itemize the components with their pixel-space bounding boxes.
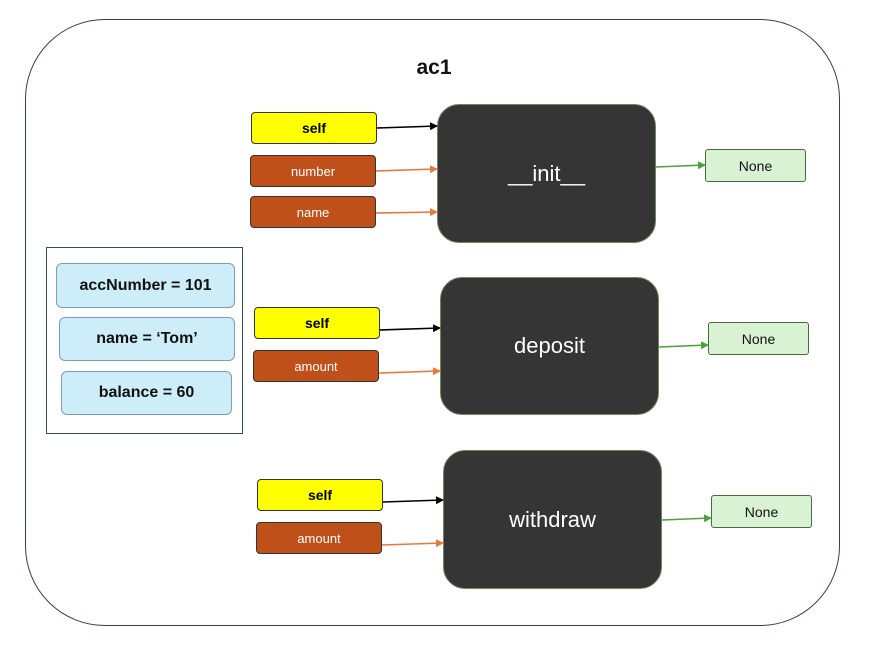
attribute-balance: balance = 60 <box>61 371 232 415</box>
method-withdraw: withdraw <box>443 450 662 589</box>
object-title: ac1 <box>416 56 452 79</box>
deposit-param-amount: amount <box>253 350 379 382</box>
init-name-arrow <box>375 208 438 217</box>
init-number-arrow <box>375 165 438 174</box>
deposit-return-arrow <box>658 341 709 350</box>
attribute-name: name = ‘Tom’ <box>59 317 235 361</box>
withdraw-param-amount: amount <box>256 522 382 554</box>
attribute-acc-number: accNumber = 101 <box>56 263 235 308</box>
init-param-self: self <box>251 112 377 144</box>
method-deposit: deposit <box>440 277 659 415</box>
init-return-arrow <box>655 161 706 170</box>
withdraw-amount-arrow <box>381 539 444 548</box>
withdraw-self-arrow <box>382 496 444 505</box>
init-param-number: number <box>250 155 376 187</box>
method-init: __init__ <box>437 104 656 243</box>
deposit-return: None <box>708 322 809 355</box>
init-self-arrow <box>376 122 438 131</box>
withdraw-return: None <box>711 495 812 528</box>
init-return: None <box>705 149 806 182</box>
withdraw-param-self: self <box>257 479 383 511</box>
deposit-self-arrow <box>379 324 441 333</box>
deposit-param-self: self <box>254 307 380 339</box>
deposit-amount-arrow <box>378 367 441 376</box>
init-param-name: name <box>250 196 376 228</box>
withdraw-return-arrow <box>661 514 712 523</box>
